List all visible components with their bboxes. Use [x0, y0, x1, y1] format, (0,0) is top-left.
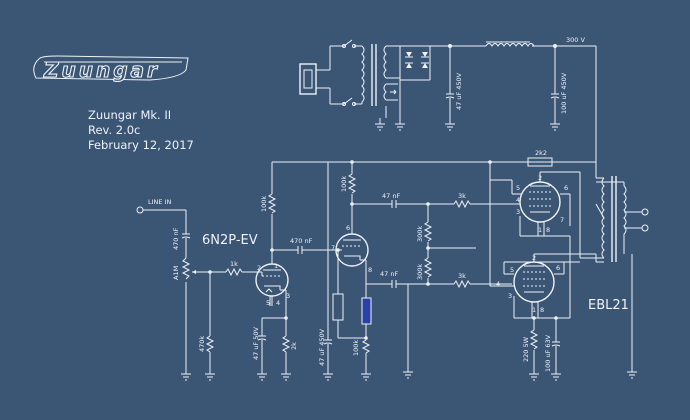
v1-pin-1: 1: [274, 262, 278, 270]
power-tube-top: 2 5 4 3 6 7 1 8: [489, 162, 581, 286]
out-cathode-res-label: 220 5W: [522, 336, 530, 362]
v2-cap-bottom-label: 47 nF: [380, 270, 398, 278]
vb-pin-1: 1: [532, 306, 536, 314]
v1-pin-5: 5: [266, 299, 270, 307]
v2-pin-6: 6: [346, 224, 350, 232]
v1-plate-res-label: 100k: [260, 196, 268, 212]
b-plus-rail: 2k2: [272, 46, 597, 167]
v1-pin-2: 2: [257, 264, 261, 272]
vt-pin-8: 8: [546, 226, 550, 234]
preamp-tube-v1b: 6 7 8: [331, 198, 372, 278]
logo-text: Zuungar: [43, 58, 160, 82]
vt-pin-7: 7: [560, 216, 564, 224]
line-in-label: LINE IN: [148, 198, 171, 206]
vt-pin-5: 5: [516, 184, 520, 192]
grid-stopper-bottom-label: 3k: [458, 272, 466, 280]
brand-logo: Zuungar: [33, 55, 189, 83]
v1-pin-3: 3: [286, 292, 290, 300]
stage1-components: 100k 470 nF 47 uF 50V 2k: [252, 162, 338, 381]
v1-coupling-cap-label: 470 nF: [290, 237, 313, 245]
v2-pin-8: 8: [368, 266, 372, 274]
power-tube-label: EBL21: [588, 298, 629, 313]
output-cathode: 220 5W 100 uF 63V: [522, 318, 561, 381]
v2-cathode-cap-label: 47 uF 450V: [318, 328, 326, 366]
v1-cathode-cap-label: 47 uF 50V: [252, 326, 260, 360]
cap-label-hv1: 47 uF 450V: [455, 72, 463, 110]
input-stage: LINE IN 470 nF A1M 470k 1k: [136, 198, 262, 381]
v2-cap-top-label: 47 nF: [382, 192, 400, 200]
power-supply: 300 V 47 uF 450V 100 uF 450V: [299, 36, 596, 131]
power-tube-bottom: 2 5 4 3 6 1 8: [490, 236, 604, 320]
vb-pin-6: 6: [556, 264, 560, 272]
model-name: Zuungar Mk. II: [88, 108, 171, 122]
preamp-tube-v1a: 1 2 3 5 4 6N2P-EV: [202, 214, 290, 320]
v2-res-bottom-label: 300k: [416, 264, 424, 280]
output-transformer: [580, 162, 649, 379]
preamp-tube-label: 6N2P-EV: [202, 233, 258, 248]
v2-pin-7: 7: [331, 244, 335, 252]
v2-cathode-pot-label: 100k: [352, 340, 360, 356]
revision: Rev. 2.0c: [88, 123, 140, 137]
vb-pin-4: 4: [496, 280, 500, 288]
hv-label: 300 V: [566, 36, 585, 44]
grid-stopper-label: 1k: [230, 260, 238, 268]
v1-pin-4: 4: [276, 299, 280, 307]
grid-leak-label: 470k: [198, 336, 206, 352]
vt-pin-3: 3: [516, 208, 520, 216]
v1-cathode-res-label: 2k: [290, 342, 298, 350]
out-cathode-cap-label: 100 uF 63V: [544, 334, 552, 372]
vt-pin-6: 6: [564, 184, 568, 192]
cap-label-hv2: 100 uF 450V: [560, 72, 568, 114]
grid-stopper-top-label: 3k: [458, 192, 466, 200]
vt-pin-4: 4: [516, 196, 520, 204]
volume-pot-label: A1M: [172, 266, 180, 280]
vb-pin-8: 8: [540, 306, 544, 314]
stage2-components: 100k 47 nF 100k 4 7: [318, 162, 512, 381]
revision-date: February 12, 2017: [88, 138, 194, 152]
v2-plate-res-label: 100k: [340, 176, 348, 192]
line-in-jack[interactable]: [136, 206, 144, 214]
input-cap-label: 470 nF: [172, 227, 180, 250]
vt-pin-1: 1: [538, 226, 542, 234]
vb-pin-3: 3: [508, 292, 512, 300]
selected-resistor[interactable]: [361, 297, 372, 325]
vb-pin-5: 5: [510, 266, 514, 274]
feedback-res-label: 2k2: [535, 149, 547, 157]
v2-res-top-label: 300k: [416, 226, 424, 242]
